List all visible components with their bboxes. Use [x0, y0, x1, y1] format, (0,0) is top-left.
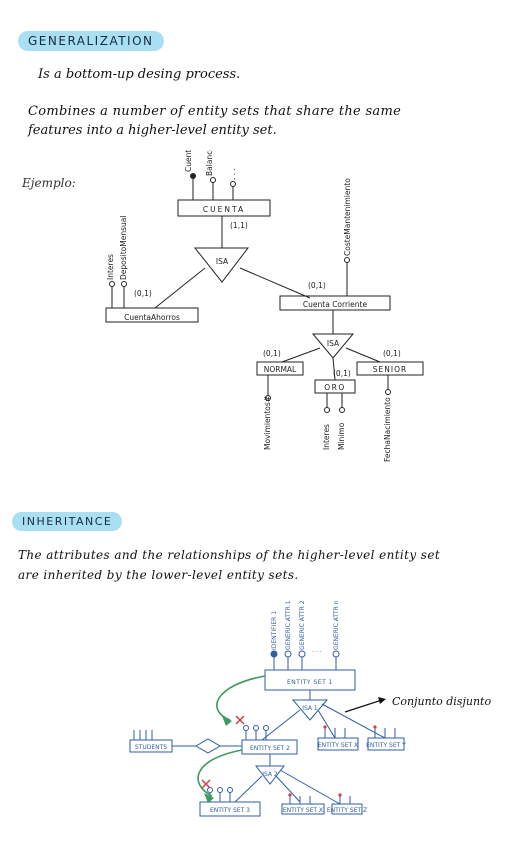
corriente-cardinality: (0,1)	[308, 281, 326, 290]
entity-set-y-top-label: ENTITY SET Y	[366, 742, 406, 749]
annotation-conjunto-disjunto: Conjunto disjunto	[392, 695, 491, 708]
senior-label: SENIOR	[373, 365, 407, 374]
entity-set-x-bottom-box	[281, 803, 325, 815]
entity-set-x-top-label: ENTITY SET X	[318, 742, 358, 749]
attr-dots-label: . . .	[312, 647, 322, 654]
isa2-label: ISA	[327, 339, 340, 348]
entity-set-z-bottom-label: ENTITY SET Z	[327, 807, 367, 814]
entity-set-x-top-box	[317, 737, 359, 751]
cuenta-label: CUENTA	[203, 205, 245, 214]
oro-attr-2: Minimo	[337, 422, 346, 450]
inheritance-line1: The attributes and the relationships of …	[18, 548, 441, 562]
entity-cuenta-box	[177, 199, 271, 217]
isa-1-label: ISA 1	[302, 705, 318, 712]
attr-generic-1-label: GENERIC ATTR 1	[285, 600, 292, 650]
oro-label: ORO	[324, 383, 346, 392]
diagram-inheritance: ENTITY SET 1 IDENTIFIER 1 GENERIC ATTR 1…	[129, 600, 491, 817]
oro-cardinality: (0,1)	[333, 369, 351, 378]
ahorros-cardinality: (0,1)	[134, 289, 152, 298]
isa1-label: ISA	[216, 257, 229, 266]
senior-cardinality: (0,1)	[383, 349, 401, 358]
entity-oro-box	[314, 379, 356, 394]
ahorros-attr-1: Interes	[106, 254, 115, 280]
entity-normal-box	[256, 361, 304, 376]
diagram-generalization: CUENTA Cuenta# Balance . . . (1,1) ISA C…	[105, 150, 424, 462]
entity-set-3-label: ENTITY SET 3	[210, 807, 250, 814]
students-label: STUDENTS	[135, 744, 167, 751]
entity-set-1-label: ENTITY SET 1	[287, 679, 333, 686]
isa-2-triangle	[254, 765, 286, 785]
inheritance-heading: INHERITANCE	[12, 512, 123, 531]
ahorros-label: CuentaAhorros	[124, 313, 180, 322]
isa1-triangle	[193, 247, 250, 283]
attr-generic-2-label: GENERIC ATTR 2	[299, 600, 306, 650]
cuenta-attr-1: Cuenta#	[184, 150, 193, 172]
corriente-label: Cuenta Corriente	[303, 300, 368, 309]
relationship-diamond	[195, 738, 221, 754]
attr-identifier-label: IDENTIFIER 1	[271, 611, 278, 650]
entity-set-z-bottom-box	[331, 803, 363, 815]
ahorros-attr-2: DepositoMensual	[119, 216, 128, 280]
generalization-heading: GENERALIZATION	[18, 31, 164, 51]
isa-2-label: ISA 2	[262, 771, 278, 778]
oro-attr-1: Interes	[322, 424, 331, 450]
entity-set-2-label: ENTITY SET 2	[250, 745, 290, 752]
normal-attr: Movimientos#	[263, 396, 272, 450]
entity-corriente-box	[279, 295, 391, 311]
generalization-line2b: features into a higher-level entity set.	[28, 123, 277, 138]
generalization-line1: Is a bottom-up desing process.	[38, 67, 241, 82]
generalization-line2a: Combines a number of entity sets that sh…	[28, 104, 402, 119]
students-box	[129, 739, 173, 753]
entity-set-y-top-box	[367, 737, 405, 751]
cuenta-attr-2: Balance	[205, 150, 214, 176]
inheritance-line2: are inherited by the lower-level entity …	[18, 568, 299, 582]
example-label: Ejemplo:	[22, 176, 76, 190]
senior-attr: FechaNacimiento	[383, 397, 392, 462]
isa2-triangle	[311, 333, 355, 359]
entity-set-x-bottom-label: ENTITY SET X	[283, 807, 323, 814]
attr-generic-n-label: GENERIC ATTR n	[333, 600, 340, 650]
corriente-attr: CosteMantenimiento	[343, 178, 352, 256]
cuenta-attr-dots: . . .	[228, 168, 237, 180]
cuenta-cardinality: (1,1)	[230, 221, 248, 230]
entity-senior-box	[356, 361, 424, 376]
normal-cardinality: (0,1)	[263, 349, 281, 358]
normal-label: NORMAL	[264, 365, 297, 374]
entity-ahorros-box	[105, 307, 199, 323]
